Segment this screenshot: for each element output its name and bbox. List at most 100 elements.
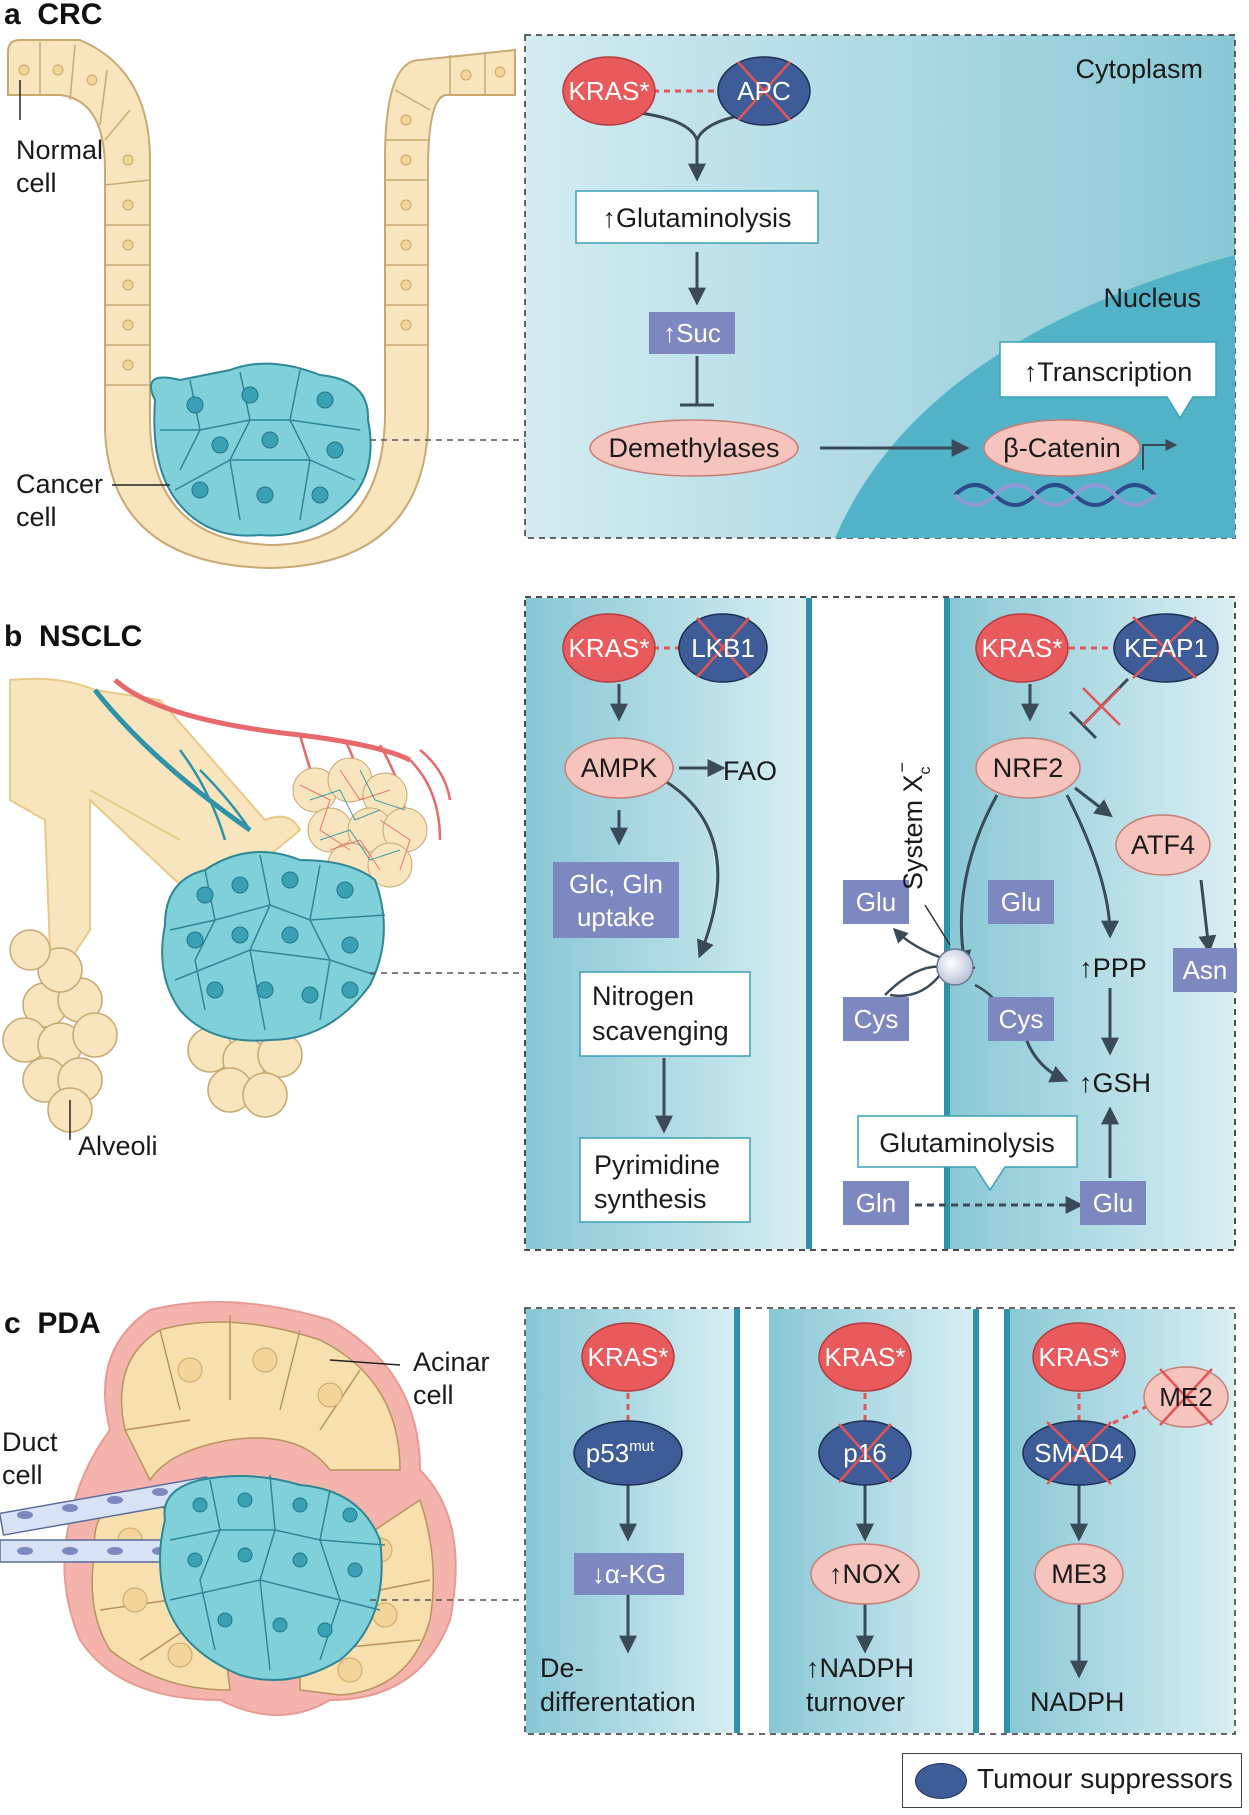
panel-c-header: c PDA	[4, 1307, 101, 1341]
fao-label: FAO	[723, 756, 777, 786]
svg-text:System Xc−: System Xc−	[892, 762, 934, 890]
normal-cell-label: Normal cell	[16, 134, 103, 200]
glu-bottom-label: Glu	[1093, 1188, 1133, 1218]
smad4-label: SMAD4	[1034, 1438, 1124, 1468]
glu-in-label: Glu	[1001, 887, 1041, 917]
nsclc-kras-label: KRAS*	[569, 633, 650, 663]
atf4-node	[1115, 814, 1211, 876]
asn-box	[1173, 948, 1237, 992]
acinar-cell-label-line1: Acinar	[413, 1347, 490, 1377]
crc-suc-label: ↑Suc	[663, 318, 721, 348]
nrf2-node	[975, 737, 1081, 799]
acinar-cell-label-line2: cell	[413, 1380, 454, 1410]
panel-a-letter: a	[4, 0, 21, 31]
me3-node	[1034, 1543, 1124, 1605]
pda-kras2-label: KRAS*	[825, 1342, 906, 1372]
crc-apc-label: APC	[737, 76, 790, 106]
nadph-turnover-label-line2: turnover	[806, 1687, 905, 1717]
nadph-turnover-label-line1: ↑NADPH	[806, 1653, 914, 1683]
gln-label: Gln	[856, 1188, 896, 1218]
nsclc-glutaminolysis-label: Glutaminolysis	[879, 1128, 1055, 1158]
nsclc-glutaminolysis-callout	[857, 1115, 1078, 1192]
cys-out-box	[843, 997, 909, 1041]
dna-helix	[953, 483, 1157, 507]
me2-cross-icon	[1159, 1368, 1213, 1426]
gsh-label: ↑GSH	[1079, 1068, 1151, 1098]
nitrogen-scavenging-box	[579, 971, 751, 1057]
ppp-label: ↑PPP	[1079, 953, 1147, 983]
system-xc-label: System Xc−	[892, 762, 934, 890]
p53-sup: mut	[629, 1438, 655, 1455]
nsclc-kras2-label: KRAS*	[982, 633, 1063, 663]
asn-label: Asn	[1183, 955, 1228, 985]
beta-catenin-node	[983, 419, 1141, 477]
acinar-cell-label: Acinar cell	[413, 1346, 490, 1412]
legend-label: Tumour suppressors	[977, 1763, 1233, 1794]
beta-catenin-label: β-Catenin	[1003, 433, 1121, 463]
pyrimidine-label-line2: synthesis	[594, 1184, 707, 1214]
crc-kras-label: KRAS*	[569, 76, 650, 106]
pda-kras2-node	[818, 1322, 912, 1392]
cancer-cell-label-line1: Cancer	[16, 469, 104, 499]
panel-c-title: PDA	[37, 1307, 101, 1340]
pyrimidine-label-line1: Pyrimidine	[594, 1150, 720, 1180]
lkb1-cross-icon	[696, 617, 750, 678]
lkb1-label: LKB1	[691, 633, 755, 663]
nadph-label: NADPH	[1030, 1687, 1125, 1717]
transcription-label: ↑Transcription	[1024, 357, 1193, 387]
nsclc-lung-illustration	[2, 677, 452, 1133]
panel-c-letter: c	[4, 1307, 21, 1340]
glu-out-box	[843, 880, 909, 924]
dediff-label-line1: De-	[540, 1653, 584, 1683]
crc-glutaminolysis-box	[575, 190, 819, 244]
nitrogen-label-line2: scavenging	[592, 1016, 729, 1046]
pda-acinus-illustration	[0, 1301, 457, 1716]
uptake-label-line1: Glc, Gln	[569, 869, 663, 899]
ampk-label: AMPK	[581, 753, 658, 783]
panel-b-title: NSCLC	[39, 620, 143, 653]
nitrogen-label-line1: Nitrogen	[592, 981, 694, 1011]
acinar-cell-pointer	[329, 1359, 401, 1366]
pyrimidine-synthesis-box	[579, 1137, 751, 1223]
cys-in-label: Cys	[999, 1004, 1044, 1034]
nsclc-kras-node	[562, 613, 656, 683]
crc-kras-node	[562, 56, 656, 126]
p16-cross-icon	[838, 1423, 892, 1483]
nsclc-kras2-node	[975, 613, 1069, 683]
pda-kras1-node	[581, 1322, 675, 1392]
normal-cell-label-line1: Normal	[16, 135, 104, 165]
system-xc-transporter-icon	[936, 948, 974, 986]
p16-label: p16	[843, 1438, 886, 1468]
crc-suc-box	[649, 312, 735, 354]
keap1-label: KEAP1	[1124, 633, 1208, 663]
glu-in-box	[988, 880, 1054, 924]
akg-label: ↓α-KG	[592, 1559, 666, 1589]
p53-main: p53	[586, 1438, 629, 1468]
demethylases-node	[589, 419, 799, 477]
tumour-suppressor-swatch-icon	[915, 1763, 967, 1799]
keap1-inhibition-blocked-icon	[1082, 687, 1121, 726]
cys-out-label: Cys	[854, 1004, 899, 1034]
system-xc-sup: −	[892, 762, 912, 773]
me2-label: ME2	[1159, 1382, 1212, 1412]
gln-box	[843, 1181, 909, 1225]
panel-a-header: a CRC	[4, 0, 102, 32]
duct-cell-label-line2: cell	[2, 1460, 43, 1490]
ampk-node	[564, 737, 674, 799]
akg-box	[574, 1553, 684, 1595]
panel-b-header: b NSCLC	[4, 620, 142, 654]
keap1-cross-icon	[1132, 616, 1197, 679]
pda-kras3-node	[1032, 1322, 1126, 1392]
system-xc-main: System X	[898, 774, 928, 890]
crc-pathway-arrows	[609, 89, 1178, 470]
crc-glutaminolysis-label: ↑Glutaminolysis	[602, 203, 791, 233]
system-xc-pointer	[924, 904, 951, 946]
cytoplasm-label: Cytoplasm	[1075, 54, 1203, 84]
atf4-label: ATF4	[1131, 830, 1195, 860]
cys-in-box	[988, 997, 1054, 1041]
nucleus-label: Nucleus	[1103, 283, 1201, 313]
me3-label: ME3	[1051, 1559, 1107, 1589]
crc-crypt-illustration	[7, 39, 516, 570]
